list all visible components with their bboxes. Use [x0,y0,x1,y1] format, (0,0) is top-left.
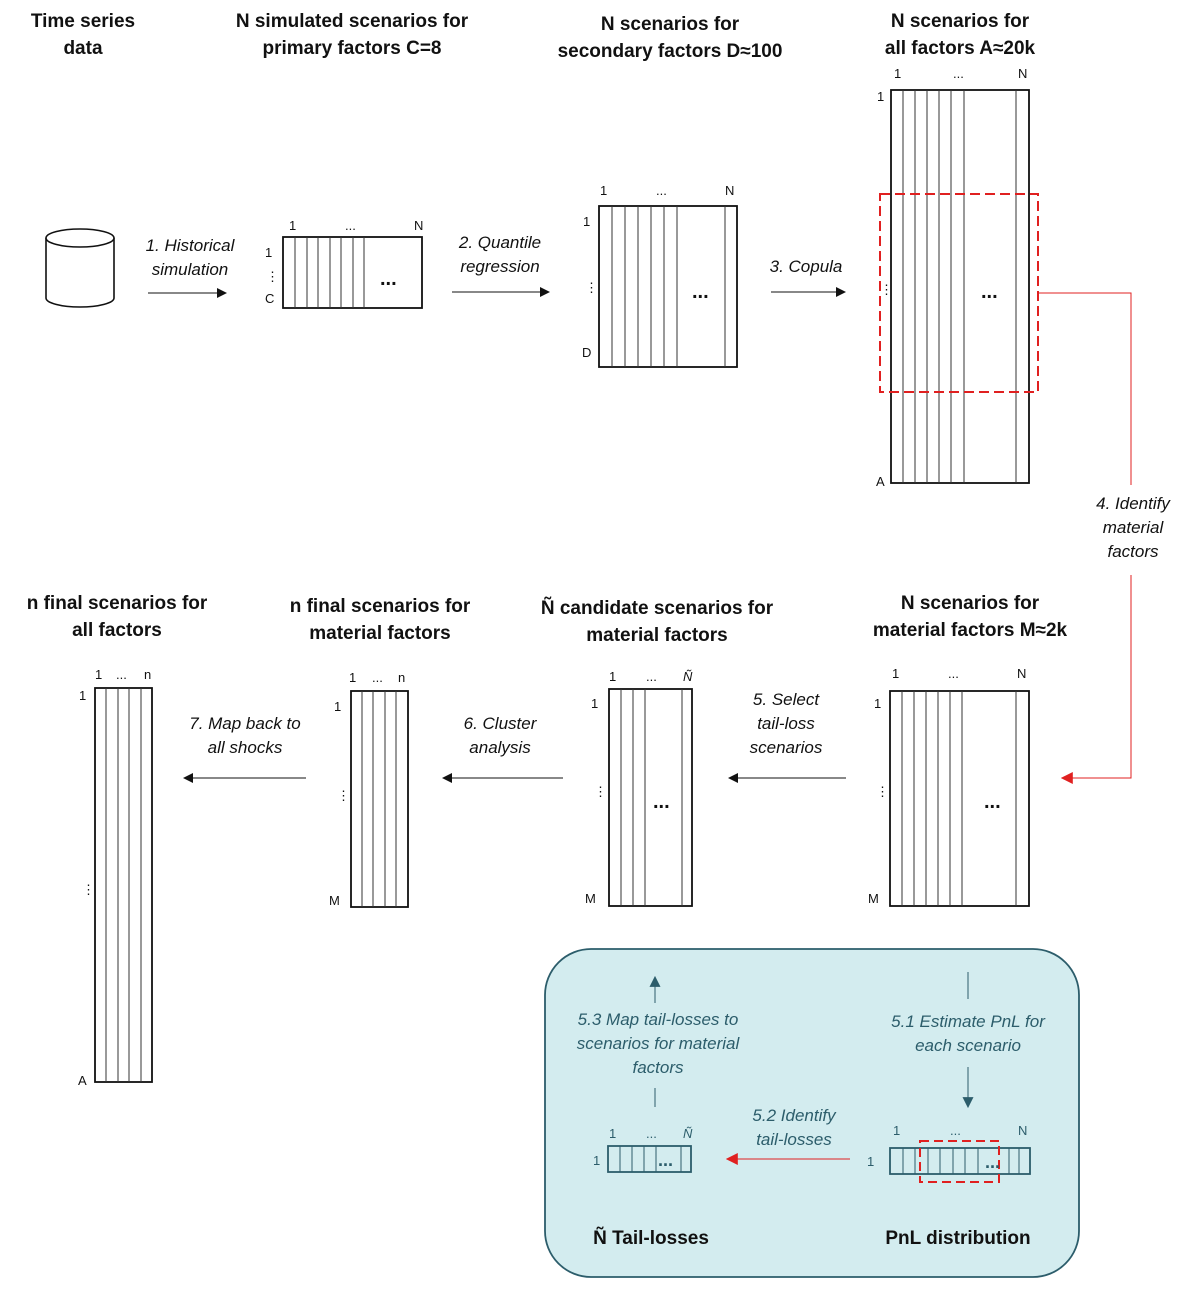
all-factors-matrix [879,89,1039,484]
all-col-ellipsis: ... [953,66,964,81]
final-all-row-1: 1 [79,688,86,703]
primary-row-1: 1 [265,245,272,260]
candidate-col-1: 1 [609,669,616,684]
candidate-col-ellipsis: ... [646,669,657,684]
material-col-ellipsis: ... [948,666,959,681]
tail-row-1: 1 [593,1153,600,1168]
secondary-row-D: D [582,345,591,360]
pnl-row-1: 1 [867,1154,874,1169]
primary-col-N: N [414,218,423,233]
final-material-col-ellipsis: ... [372,670,383,685]
final-all-col-ellipsis: ... [116,667,127,682]
pnl-dots: ... [985,1152,1000,1172]
material-matrix [889,690,1030,907]
all-row-A: A [876,474,885,489]
all-col-N: N [1018,66,1027,81]
pnl-col-N: N [1018,1123,1027,1138]
step-5-detail-panel [544,948,1080,1278]
final-material-col-1: 1 [349,670,356,685]
secondary-dots: ... [692,281,709,303]
primary-col-ellipsis: ... [345,218,356,233]
all-row-1: 1 [877,89,884,104]
material-col-1: 1 [892,666,899,681]
step-3-label: 3. Copula [770,257,843,276]
tail-losses-matrix [607,1145,692,1173]
secondary-row-vdots: ⋮ [585,280,598,295]
candidate-dots: ... [653,791,670,813]
title-tail-losses: Ñ Tail-losses [593,1227,709,1249]
final-material-matrix [350,690,409,908]
pnl-matrix [889,1140,1031,1183]
primary-row-vdots: ⋮ [266,269,279,284]
primary-dots: ... [380,268,397,290]
candidate-matrix [608,688,693,907]
tail-col-Ntilde: Ñ [683,1126,693,1141]
final-all-row-A: A [78,1073,87,1088]
primary-matrix [282,236,423,309]
final-all-matrix [94,687,153,1083]
pnl-col-ellipsis: ... [950,1123,961,1138]
tail-col-1: 1 [609,1126,616,1141]
final-material-row-vdots: ⋮ [337,788,350,803]
database-icon [45,228,115,308]
material-row-M: M [868,891,879,906]
candidate-row-M: M [585,891,596,906]
material-col-N: N [1017,666,1026,681]
tail-col-ellipsis: ... [646,1126,657,1141]
step-4-arrow [1060,575,1132,784]
tail-dots: ... [658,1150,673,1170]
final-all-row-vdots: ⋮ [82,882,95,897]
candidate-col-Ntilde: Ñ [683,669,693,684]
all-dots: ... [981,281,998,303]
secondary-matrix [598,205,738,368]
final-all-col-1: 1 [95,667,102,682]
final-all-col-n: n [144,667,151,682]
secondary-col-1: 1 [600,183,607,198]
all-row-vdots: ⋮ [880,282,893,297]
candidate-row-vdots: ⋮ [594,784,607,799]
material-row-vdots: ⋮ [876,784,889,799]
step-4-connector [1038,292,1132,485]
final-material-col-n: n [398,670,405,685]
all-col-1: 1 [894,66,901,81]
tail-selection-box [919,1140,1000,1183]
primary-row-C: C [265,291,274,306]
title-pnl-distribution: PnL distribution [885,1228,1030,1249]
material-dots: ... [984,791,1001,813]
secondary-row-1: 1 [583,214,590,229]
pnl-col-1: 1 [893,1123,900,1138]
material-row-1: 1 [874,696,881,711]
final-material-row-M: M [329,893,340,908]
candidate-row-1: 1 [591,696,598,711]
final-material-row-1: 1 [334,699,341,714]
primary-col-1: 1 [289,218,296,233]
secondary-col-ellipsis: ... [656,183,667,198]
secondary-col-N: N [725,183,734,198]
